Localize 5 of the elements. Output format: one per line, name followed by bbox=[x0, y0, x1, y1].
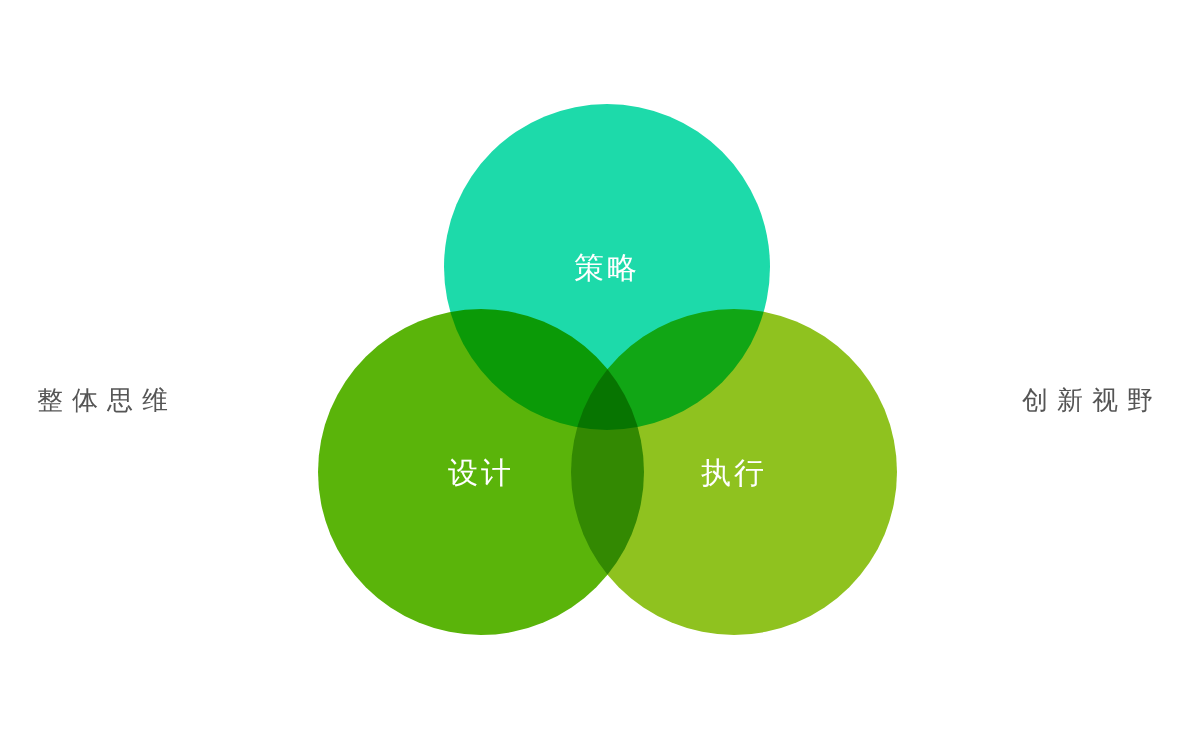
circle-label: 设计 bbox=[448, 455, 514, 489]
side-label: 创新视野 bbox=[1022, 385, 1162, 415]
side-label: 整体思维 bbox=[37, 385, 177, 415]
circle-label: 策略 bbox=[574, 250, 640, 284]
circle-label: 执行 bbox=[701, 455, 767, 489]
